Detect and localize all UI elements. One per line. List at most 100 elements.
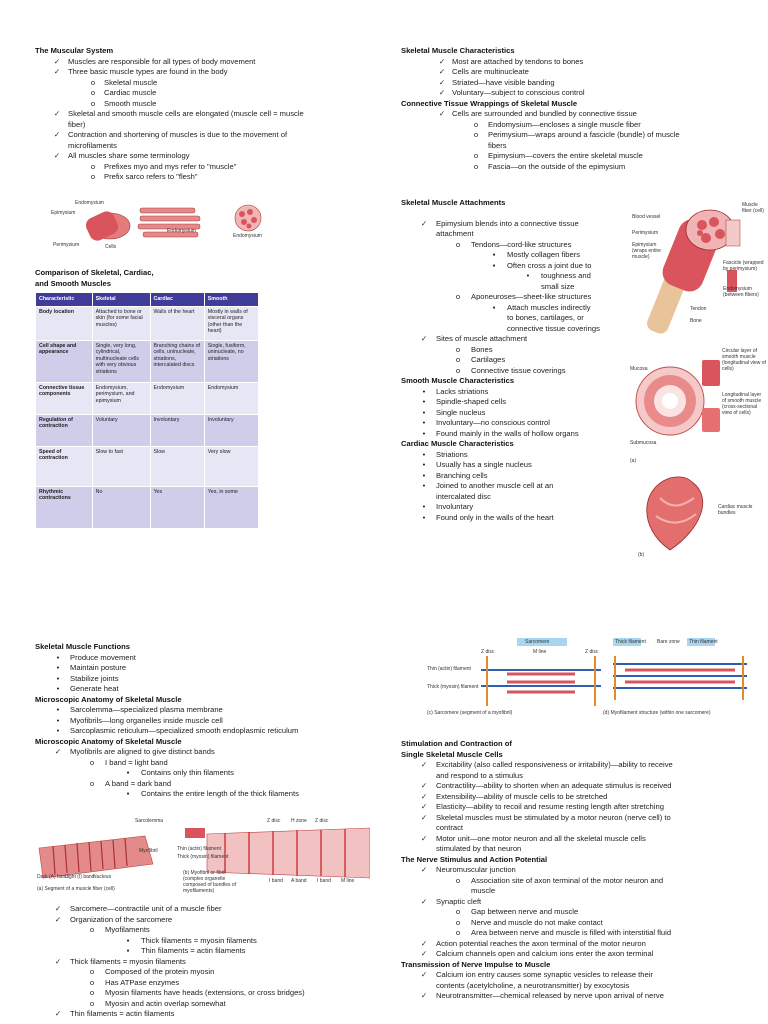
figure-label: Z disc — [315, 818, 329, 824]
myofibril-figure: Sarcolemma Myofibril Dark (A) band Light… — [35, 816, 371, 894]
dot-bullet-icon: • — [422, 470, 426, 480]
table-cell: Endomysium — [149, 381, 205, 415]
list-item: ✓Thick filaments = myosin filaments — [54, 956, 186, 966]
list-item: ▪Thick filaments = myosin filaments — [35, 936, 380, 947]
figure-label: (a) — [630, 458, 637, 464]
list-item: •Striations — [401, 450, 636, 461]
sarcomere-image — [481, 638, 747, 706]
list-item-continuation: microfilaments — [68, 140, 117, 150]
circle-bullet-icon: o — [455, 907, 461, 916]
section-title: Stimulation and Contraction of — [401, 739, 512, 748]
dot-bullet-icon: • — [422, 449, 426, 459]
table-cell: Single, fusiform, uninucleate, no striat… — [203, 339, 260, 383]
comparison-heading: Comparison of Skeletal, Cardiac, and Smo… — [35, 268, 154, 289]
table-cell: Endomysium, perimysium, and epimysium — [91, 381, 151, 415]
list-item: ✓Organization of the sarcomere — [54, 914, 173, 924]
dot-bullet-icon: • — [422, 460, 426, 469]
square-bullet-icon: ▪ — [126, 768, 130, 777]
check-icon: ✓ — [54, 914, 62, 924]
check-icon: ✓ — [420, 896, 428, 906]
figure-label: I band — [317, 878, 331, 884]
check-icon: ✓ — [53, 109, 61, 118]
dot-bullet-icon: • — [526, 271, 530, 280]
figure-label: M line — [533, 649, 547, 655]
dot-bullet-icon: • — [56, 726, 60, 735]
myofibril-image — [38, 827, 371, 879]
table-cell: Mostly in walls of visceral organs (othe… — [203, 305, 260, 341]
figure-label: Muscle fiber (cell) — [742, 202, 764, 214]
section-title: Skeletal Muscle Functions — [35, 642, 130, 651]
figure-label: Endomysium (between fibers) — [723, 286, 759, 298]
figure-label: (d) Myofilament structure (within one sa… — [603, 710, 711, 716]
figure-label: Submucosa — [630, 440, 657, 446]
check-icon: ✓ — [53, 130, 61, 139]
table-row: Speed of contraction Slow to fast Slow V… — [35, 445, 260, 487]
list-item-continuation: stimulated by that neuron — [436, 844, 522, 853]
dot-bullet-icon: • — [422, 512, 426, 522]
list-item: •Usually has a single nucleus — [401, 460, 636, 471]
list-item-continuation: to bones, cartilages, or — [507, 313, 584, 322]
check-icon: ✓ — [438, 77, 446, 87]
table-cell: Involuntary — [149, 413, 205, 447]
figure-label: Epimysium (wraps entire muscle) — [632, 242, 661, 260]
section-title: Microscopic Anatomy of Skeletal Muscle — [35, 694, 182, 704]
list-item: ▪Mostly collagen fibers — [401, 250, 636, 261]
list-item: •Involuntary — [401, 502, 636, 513]
square-bullet-icon: ▪ — [126, 935, 130, 945]
figure-label: Thin filament — [689, 639, 718, 645]
figure-label: Bone — [690, 318, 702, 324]
check-icon: ✓ — [420, 781, 428, 790]
figure-label: Endomysium — [233, 233, 262, 239]
circle-bullet-icon: o — [89, 977, 95, 987]
list-item: •Lacks striations — [401, 387, 636, 398]
figure-label: Perimysium — [632, 230, 659, 236]
circle-bullet-icon: o — [473, 161, 479, 171]
list-item: ✓Thin filaments = actin filaments — [54, 1009, 175, 1018]
table-row: Body location Attached to bone or skin (… — [35, 305, 260, 341]
figure-label: Nucleus — [93, 874, 112, 880]
list-item-continuation: contract — [436, 823, 464, 832]
list-item: ✓Skeletal and smooth muscle cells are el… — [53, 109, 304, 118]
section-title: The Nerve Stimulus and Action Potential — [401, 854, 548, 864]
list-item-continuation: connective tissue coverings — [507, 323, 600, 333]
table-cell: Regulation of contraction — [35, 413, 93, 447]
list-item: ✓Neurotransmitter—chemical released by n… — [420, 991, 664, 1000]
circle-bullet-icon: o — [89, 925, 95, 934]
section-title: Transmission of Nerve Impulse to Muscle — [401, 959, 551, 969]
check-icon: ✓ — [420, 760, 428, 769]
figure-label: Thick (myosin) filament — [177, 854, 229, 860]
table-cell: Endomysium — [203, 381, 260, 415]
check-icon: ✓ — [53, 151, 61, 160]
figure-label: (b) Myofibril or fibril (complex organel… — [183, 870, 237, 894]
table-cell: Very slow — [203, 445, 260, 487]
check-icon: ✓ — [420, 812, 428, 822]
section-title: Cardiac Muscle Characteristics — [401, 439, 514, 448]
check-icon: ✓ — [438, 88, 446, 97]
column-header: Skeletal — [91, 292, 151, 307]
list-item: •Spindle-shaped cells — [401, 397, 636, 408]
square-bullet-icon: ▪ — [126, 946, 130, 955]
list-item: •Branching cells — [401, 471, 636, 482]
dot-bullet-icon: • — [56, 652, 60, 662]
figure-label: A band — [291, 878, 307, 884]
section-title: and Smooth Muscles — [35, 278, 111, 288]
table-row: Cell shape and appearance Single, very l… — [35, 339, 260, 383]
list-item: ✓Elasticity—ability to recoil and resume… — [420, 802, 664, 811]
table-row: Regulation of contraction Voluntary Invo… — [35, 413, 260, 447]
list-item-continuation: intercalated disc — [436, 491, 491, 501]
circle-bullet-icon: o — [90, 172, 96, 181]
figure-label: (b) — [638, 552, 645, 558]
skeletal-muscle-figure: Blood vessel Perimysium Epimysium (wraps… — [630, 200, 765, 340]
table-cell: Single, very long, cylindrical, multinuc… — [91, 339, 151, 383]
list-item-continuation: muscle — [471, 886, 496, 895]
